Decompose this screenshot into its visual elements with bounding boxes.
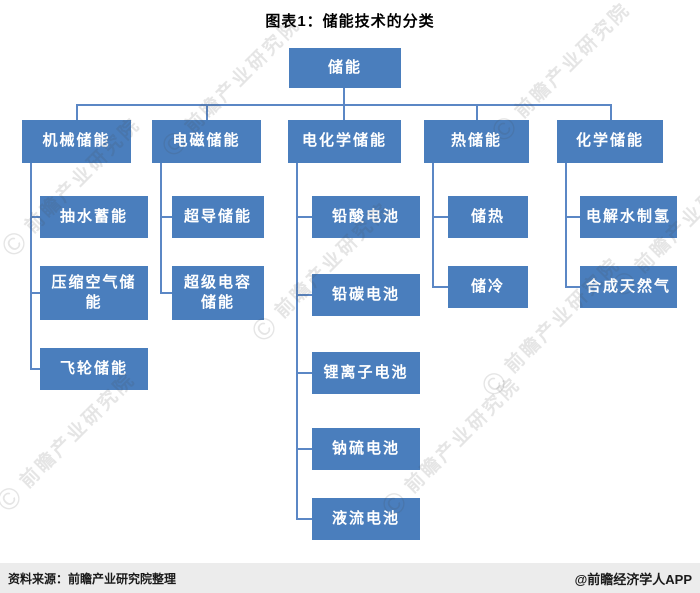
connector-line (565, 216, 580, 218)
connector-line (296, 448, 312, 450)
node-energy-storage: 储能 (289, 48, 401, 88)
connector-line (160, 163, 162, 293)
node-electromagnetic-storage: 电磁储能 (152, 120, 261, 163)
node-superconducting: 超导储能 (172, 196, 264, 238)
node-cold-storage: 储冷 (448, 266, 528, 308)
connector-line (565, 163, 567, 287)
connector-line (30, 292, 40, 294)
source-note: 资料来源：前瞻产业研究院整理 (8, 571, 177, 586)
connector-line (610, 104, 612, 120)
node-sodium-sulfur-battery: 钠硫电池 (312, 428, 420, 470)
node-thermal-storage: 热储能 (424, 120, 529, 163)
connector-line (296, 372, 312, 374)
node-electrochemical-storage: 电化学储能 (288, 120, 401, 163)
node-lead-acid-battery: 铅酸电池 (312, 196, 420, 238)
connector-line (30, 163, 32, 370)
node-compressed-air: 压缩空气储能 (40, 266, 148, 320)
connector-line (432, 286, 448, 288)
connector-line (565, 286, 580, 288)
connector-line (296, 518, 312, 520)
node-pumped-hydro: 抽水蓄能 (40, 196, 148, 238)
connector-line (432, 216, 448, 218)
connector-line (160, 292, 172, 294)
node-hydrogen-electrolysis: 电解水制氢 (580, 196, 677, 238)
node-heat-storage: 储热 (448, 196, 528, 238)
connector-line (343, 88, 345, 105)
connector-line (343, 104, 345, 120)
connector-line (206, 104, 208, 120)
chart-title: 图表1：储能技术的分类 (265, 13, 435, 30)
connector-line (76, 104, 78, 120)
node-flow-battery: 液流电池 (312, 498, 420, 540)
node-mechanical-storage: 机械储能 (22, 120, 131, 163)
node-flywheel: 飞轮储能 (40, 348, 148, 390)
node-supercapacitor: 超级电容储能 (172, 266, 264, 320)
copyright-icon: © (0, 477, 32, 519)
node-synthetic-natural-gas: 合成天然气 (580, 266, 677, 308)
connector-line (296, 163, 298, 520)
connector-line (296, 294, 312, 296)
connector-line (30, 216, 40, 218)
node-lead-carbon-battery: 铅碳电池 (312, 274, 420, 316)
watermark-text: 前瞻产业研究院 (181, 13, 306, 138)
connector-line (30, 368, 40, 370)
connector-line (476, 104, 478, 120)
connector-line (296, 216, 312, 218)
connector-line (160, 216, 172, 218)
node-chemical-storage: 化学储能 (557, 120, 663, 163)
connector-line (432, 163, 434, 287)
copyright-icon: © (475, 362, 517, 404)
brand-badge: @前瞻经济学人APP (574, 571, 692, 587)
node-lithium-ion-battery: 锂离子电池 (312, 352, 420, 394)
footer-bar: 资料来源：前瞻产业研究院整理 @前瞻经济学人APP (0, 563, 700, 593)
